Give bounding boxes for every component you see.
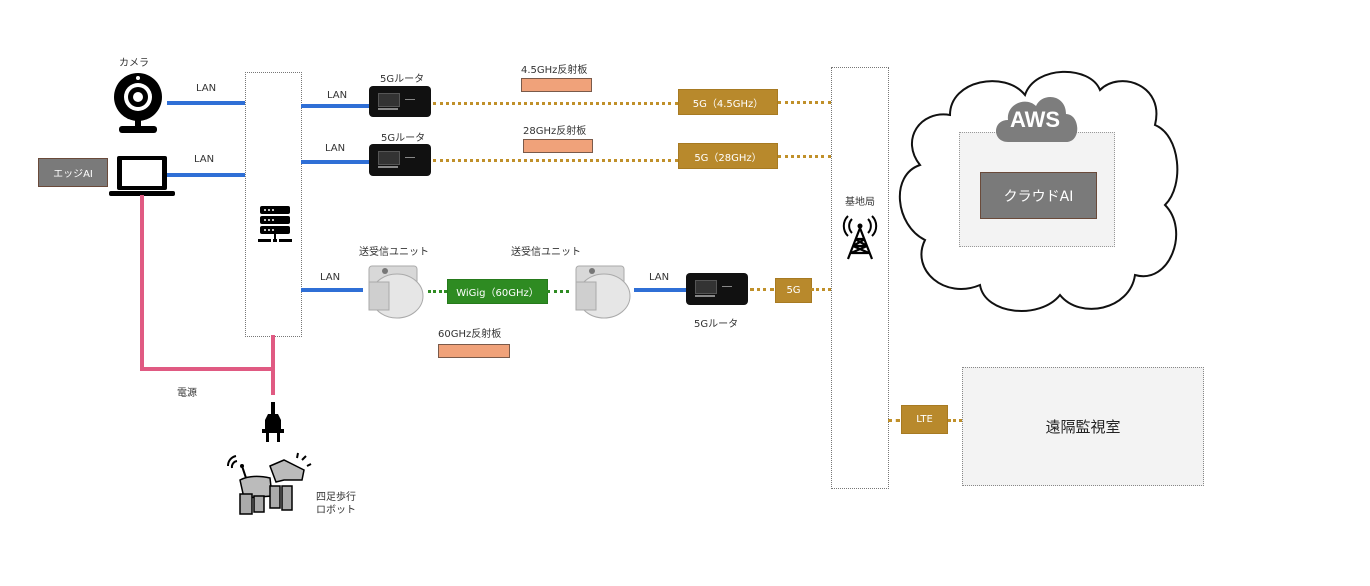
transceiver-unit-1 xyxy=(368,265,424,319)
cell-tower-icon xyxy=(842,215,878,260)
remote-monitoring-room: 遠隔監視室 xyxy=(962,367,1204,486)
base-station-box xyxy=(831,67,889,489)
router1-label: 5Gルータ xyxy=(380,74,425,85)
lan-label-camera: LAN xyxy=(196,83,217,94)
reflector-28 xyxy=(523,139,593,153)
transceiver-unit-2 xyxy=(575,265,631,319)
reflector-60 xyxy=(438,344,510,358)
aws-label: AWS xyxy=(1009,107,1061,132)
cloud-ai-label: クラウドAI xyxy=(1003,188,1074,205)
lan-label-router2: LAN xyxy=(325,143,346,154)
lte-link-b xyxy=(948,419,962,422)
reflector-60-label: 60GHz反射板 xyxy=(438,329,502,340)
router2-label: 5Gルータ xyxy=(381,133,426,144)
lan-cable-router3 xyxy=(634,288,687,292)
lan-label-pc: LAN xyxy=(194,154,215,165)
quadruped-robot-icon xyxy=(226,452,312,515)
router-1-device xyxy=(369,86,431,117)
webcam-icon xyxy=(114,73,162,133)
lan-cable-router1 xyxy=(301,104,369,108)
wigig-link-a xyxy=(428,290,447,293)
reflector-28-label: 28GHz反射板 xyxy=(523,126,587,137)
badge-5g-45ghz: 5G（4.5GHz） xyxy=(678,89,778,115)
reflector-45 xyxy=(521,78,592,92)
wireless-link-45-b xyxy=(778,101,831,104)
lan-cable-unit xyxy=(301,288,363,292)
router-2-device xyxy=(369,144,431,176)
lte-link-a xyxy=(888,419,900,422)
robot-label: 四足歩行 ロボット xyxy=(316,491,356,517)
lan-label-unit: LAN xyxy=(320,272,341,283)
power-plug-icon xyxy=(262,402,284,442)
unit1-label: 送受信ユニット xyxy=(359,247,429,258)
router-3-device xyxy=(686,273,748,305)
reflector-45-label: 4.5GHz反射板 xyxy=(521,65,588,76)
unit2-label: 送受信ユニット xyxy=(511,247,581,258)
laptop-icon xyxy=(109,156,175,196)
aws-cloud-icon xyxy=(996,96,1078,142)
power-cable-switch xyxy=(271,335,275,395)
monitor-room-label: 遠隔監視室 xyxy=(1045,418,1121,436)
power-cable-pc xyxy=(140,195,144,370)
wireless-link-5g-b xyxy=(811,288,831,291)
lan-cable-pc xyxy=(167,173,245,177)
base-station-label: 基地局 xyxy=(845,197,875,208)
router3-label: 5Gルータ xyxy=(694,319,739,330)
lan-label-router3: LAN xyxy=(649,272,670,283)
robot-label-line1: 四足歩行 xyxy=(316,492,356,503)
lan-cable-router2 xyxy=(301,160,369,164)
wigig-link-b xyxy=(547,290,569,293)
robot-label-line2: ロボット xyxy=(316,505,356,516)
edge-ai-label: エッジAI xyxy=(53,169,93,180)
wireless-link-28-b xyxy=(778,155,831,158)
wireless-link-5g-a xyxy=(750,288,774,291)
server-icon xyxy=(258,206,292,242)
cloud-ai-box: クラウドAI xyxy=(980,172,1097,219)
wireless-link-45-a xyxy=(433,102,678,105)
wireless-link-28-a xyxy=(433,159,678,162)
badge-5g-28ghz: 5G（28GHz） xyxy=(678,143,778,169)
badge-lte: LTE xyxy=(901,405,948,434)
lan-cable-camera xyxy=(167,101,245,105)
edge-ai-box: エッジAI xyxy=(38,158,108,187)
badge-5g: 5G xyxy=(775,278,812,303)
badge-wigig: WiGig（60GHz） xyxy=(447,279,548,304)
lan-label-router1: LAN xyxy=(327,90,348,101)
camera-label: カメラ xyxy=(119,58,149,69)
power-cable-horizontal xyxy=(140,367,274,371)
power-label: 電源 xyxy=(177,388,197,399)
